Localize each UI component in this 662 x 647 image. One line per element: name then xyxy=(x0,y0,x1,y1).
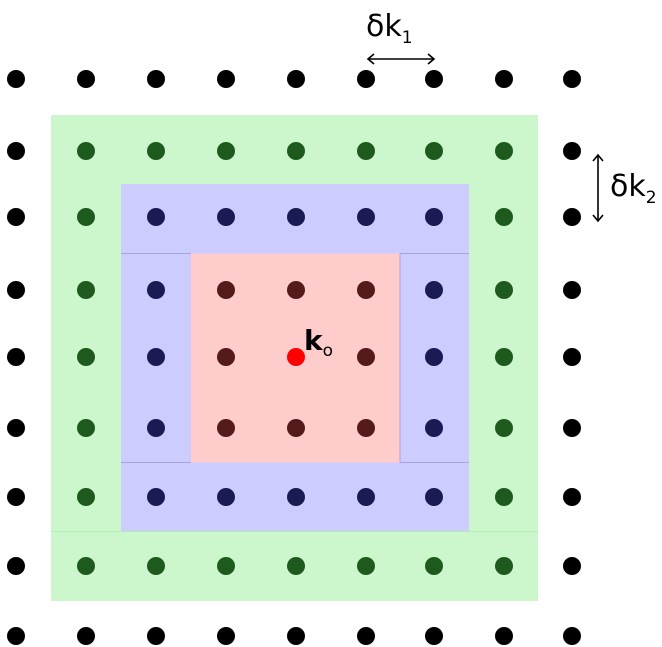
green-shell-point xyxy=(495,348,513,366)
green-shell-point xyxy=(495,488,513,506)
green-shell-point xyxy=(77,557,95,575)
lattice-points xyxy=(7,70,581,645)
red-shell-point xyxy=(217,348,235,366)
shell-border-layer xyxy=(51,253,538,532)
dk1-horizontal-arrow-icon xyxy=(366,53,436,65)
green-shell-point xyxy=(425,557,443,575)
lattice-point xyxy=(563,70,581,88)
green-shell-point xyxy=(77,281,95,299)
lattice-point xyxy=(217,70,235,88)
lattice-point xyxy=(147,627,165,645)
lattice-point xyxy=(563,627,581,645)
lattice-point xyxy=(425,627,443,645)
red-shell-point xyxy=(287,281,305,299)
green-shell-point xyxy=(357,142,375,160)
red-shell-point xyxy=(357,419,375,437)
lattice-point xyxy=(7,627,25,645)
green-shell-point xyxy=(287,557,305,575)
green-shell-point xyxy=(77,348,95,366)
blue-shell-point xyxy=(425,348,443,366)
dk1-label: δk1 xyxy=(366,9,413,48)
lattice-point xyxy=(563,208,581,226)
green-shell-point xyxy=(495,281,513,299)
dk1-subscript: 1 xyxy=(402,28,413,48)
lattice-point xyxy=(287,70,305,88)
green-shell-point xyxy=(147,557,165,575)
red-shell-point xyxy=(357,348,375,366)
lattice-point xyxy=(563,142,581,160)
red-shell-point xyxy=(217,419,235,437)
lattice-point xyxy=(563,281,581,299)
lattice-point xyxy=(7,419,25,437)
blue-shell-point xyxy=(147,208,165,226)
lattice-point xyxy=(7,557,25,575)
green-shell-point xyxy=(77,142,95,160)
lattice-point xyxy=(77,70,95,88)
lattice-point xyxy=(357,627,375,645)
lattice-point xyxy=(495,627,513,645)
green-shell-point xyxy=(77,419,95,437)
blue-shell-point xyxy=(147,348,165,366)
center-point-k0 xyxy=(287,348,305,366)
green-shell-point xyxy=(77,208,95,226)
green-shell-point xyxy=(425,142,443,160)
lattice-point xyxy=(217,627,235,645)
green-shell-point xyxy=(287,142,305,160)
dk1-annotation: δk1 xyxy=(366,9,436,65)
lattice-point xyxy=(7,488,25,506)
green-shell-point xyxy=(217,557,235,575)
blue-shell-point xyxy=(147,419,165,437)
lattice-point xyxy=(287,627,305,645)
blue-shell-point xyxy=(425,488,443,506)
lattice-point xyxy=(495,70,513,88)
blue-shell-point xyxy=(357,208,375,226)
lattice-point xyxy=(357,70,375,88)
blue-shell-point xyxy=(425,208,443,226)
blue-shell-point xyxy=(287,488,305,506)
blue-shell-point xyxy=(357,488,375,506)
lattice-point xyxy=(563,348,581,366)
blue-shell-point xyxy=(147,281,165,299)
blue-shell-point xyxy=(425,419,443,437)
k0-subscript: o xyxy=(323,341,333,361)
dk2-annotation: δk2 xyxy=(592,153,657,223)
blue-shell-point xyxy=(217,208,235,226)
green-shell-point xyxy=(147,142,165,160)
red-shell-point xyxy=(357,281,375,299)
k0-label: ko xyxy=(304,324,333,361)
red-shell-point xyxy=(217,281,235,299)
lattice-point xyxy=(563,557,581,575)
lattice-point xyxy=(7,142,25,160)
blue-shell-point xyxy=(217,488,235,506)
blue-shell-point xyxy=(147,488,165,506)
green-shell-point xyxy=(217,142,235,160)
blue-shell-point xyxy=(287,208,305,226)
lattice-point xyxy=(7,70,25,88)
dk2-subscript: 2 xyxy=(646,188,657,208)
dk2-label: δk2 xyxy=(610,169,657,208)
green-shell-point xyxy=(495,557,513,575)
green-shell-point xyxy=(495,419,513,437)
green-shell-point xyxy=(77,488,95,506)
lattice-point xyxy=(7,348,25,366)
lattice-point xyxy=(77,627,95,645)
red-shell-point xyxy=(287,419,305,437)
lattice-point xyxy=(425,70,443,88)
lattice-point xyxy=(7,281,25,299)
dk2-vertical-arrow-icon xyxy=(592,153,604,223)
lattice-point xyxy=(7,208,25,226)
lattice-point xyxy=(563,488,581,506)
green-shell-point xyxy=(495,142,513,160)
green-shell-point xyxy=(357,557,375,575)
lattice-point xyxy=(147,70,165,88)
blue-shell-point xyxy=(425,281,443,299)
lattice-point xyxy=(563,419,581,437)
green-shell-point xyxy=(495,208,513,226)
